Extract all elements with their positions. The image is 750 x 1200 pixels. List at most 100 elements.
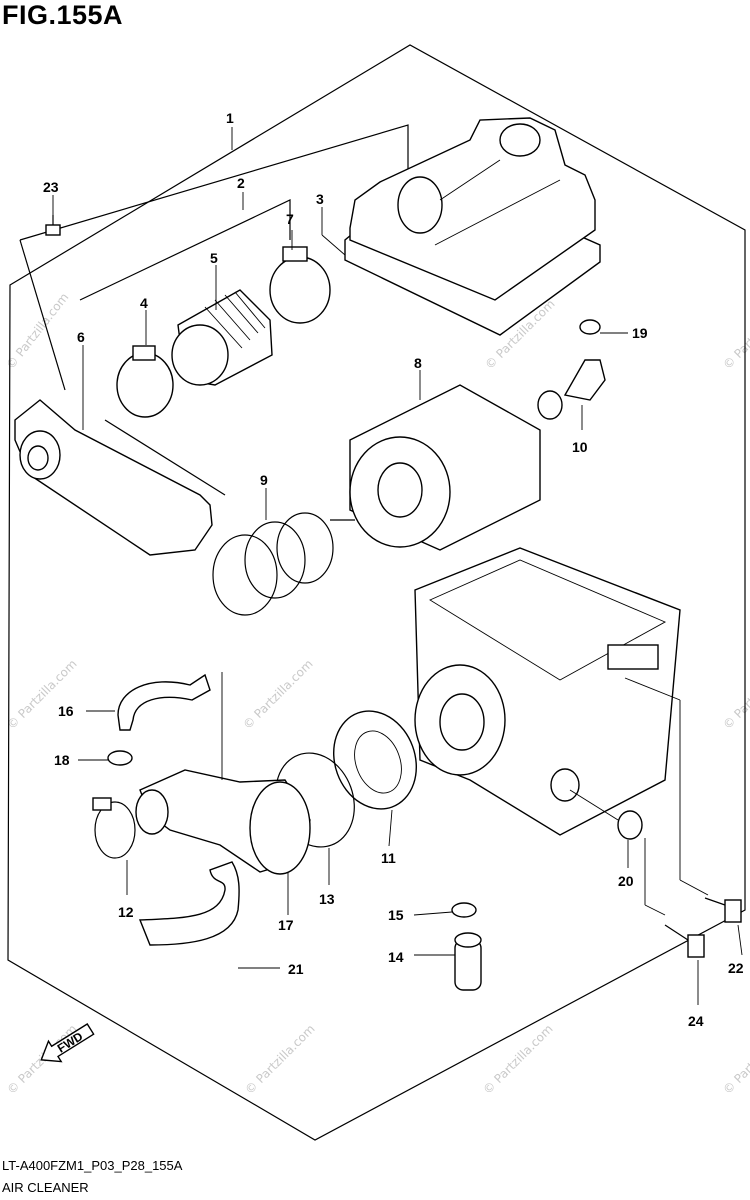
- diagram-code: LT-A400FZM1_P03_P28_155A: [2, 1158, 183, 1173]
- callout-15: 15: [388, 907, 404, 923]
- plug-14[interactable]: [454, 932, 482, 991]
- cap-boss: [499, 123, 541, 157]
- leader-lines: [52, 127, 743, 1005]
- callout-20: 20: [618, 873, 634, 889]
- hose-21[interactable]: [138, 861, 240, 946]
- valve-body: [563, 359, 606, 401]
- intake-duct[interactable]: [14, 399, 213, 556]
- assembly-frame: [7, 44, 746, 1141]
- watermark-text: © Partzilla.com: [3, 290, 71, 372]
- bolt-22[interactable]: [704, 897, 742, 923]
- watermark-text: © Partzilla.com: [4, 657, 79, 732]
- air-filter-element[interactable]: [349, 384, 541, 551]
- bracket-line-2: [79, 199, 291, 301]
- air-cleaner-case[interactable]: [414, 547, 681, 836]
- bracket-line-1: [19, 124, 409, 241]
- screw-19[interactable]: [579, 319, 601, 335]
- boot-opening: [171, 324, 229, 386]
- case-rim: [429, 559, 667, 681]
- callout-24: 24: [688, 1013, 704, 1029]
- intake-screen[interactable]: [320, 699, 429, 820]
- watermark-text: © Partzilla.com: [242, 1022, 317, 1097]
- watermark-text: © Partzilla.com: [240, 657, 315, 732]
- clamp-4[interactable]: [116, 345, 174, 418]
- callout-9: 9: [260, 472, 268, 488]
- clamp-12[interactable]: [92, 797, 136, 859]
- diagram-name: AIR CLEANER: [2, 1180, 89, 1195]
- clamp-7[interactable]: [269, 246, 331, 324]
- cap-rib: [434, 159, 561, 246]
- clip-ring: [107, 750, 133, 766]
- bracket-line-1b: [19, 239, 66, 391]
- cap-body: [349, 117, 596, 301]
- cage-ring: [276, 512, 334, 584]
- bolt-head: [45, 224, 61, 236]
- callout-13: 13: [319, 891, 335, 907]
- callout-19: 19: [632, 325, 648, 341]
- hose-body: [117, 673, 211, 731]
- callout-12: 12: [118, 904, 134, 920]
- cage-ring: [244, 521, 306, 599]
- callout-6: 6: [77, 329, 85, 345]
- screw-head: [579, 319, 601, 335]
- bolt-shaft: [704, 897, 726, 906]
- bracket-line-2b: [104, 419, 226, 496]
- watermark-text: © Partzilla.com: [720, 1022, 750, 1097]
- cap-inlet: [397, 176, 443, 234]
- bolt-shaft: [664, 924, 689, 941]
- callout-4: 4: [140, 295, 148, 311]
- inlet-duct-17[interactable]: [135, 769, 311, 875]
- clamp-screw: [282, 246, 308, 262]
- figure-title: FIG.155A: [2, 0, 124, 30]
- air-cleaner-cap[interactable]: [344, 117, 601, 336]
- callout-1: 1: [226, 110, 234, 126]
- clamp-ring: [269, 256, 331, 324]
- valve-flange: [537, 390, 563, 420]
- screen-mesh: [354, 730, 402, 794]
- element-cage[interactable]: [212, 512, 355, 616]
- drain-valve[interactable]: [537, 359, 606, 420]
- callout-22: 22: [728, 960, 744, 976]
- callout-2: 2: [237, 175, 245, 191]
- watermark-text: © Partzilla.com: [480, 1022, 555, 1097]
- callout-11: 11: [381, 850, 396, 866]
- screen-frame: [333, 710, 417, 810]
- element-core: [377, 462, 423, 518]
- grommet-body: [617, 810, 643, 840]
- callout-14: 14: [388, 949, 404, 965]
- case-drain-port: [550, 768, 580, 802]
- callout-10: 10: [572, 439, 588, 455]
- case-bracket: [607, 644, 659, 670]
- boot-5[interactable]: [171, 289, 273, 386]
- callout-17: 17: [278, 917, 294, 933]
- bolt-head: [724, 899, 742, 923]
- callout-8: 8: [414, 355, 422, 371]
- boot-ribs: [204, 291, 266, 349]
- inlet-duct-flange: [249, 781, 311, 875]
- clamp-screw: [92, 797, 112, 811]
- hose-16[interactable]: [117, 673, 211, 731]
- hose-body: [138, 861, 240, 946]
- inlet-duct-mouth: [135, 789, 169, 835]
- clip-15[interactable]: [451, 902, 477, 918]
- clamp-ring: [94, 801, 136, 859]
- cage-ring: [212, 534, 278, 616]
- bolt-head: [687, 934, 705, 958]
- duct-port: [27, 445, 49, 471]
- clip-ring: [451, 902, 477, 918]
- grommet-20[interactable]: [617, 810, 643, 840]
- callout-16: 16: [58, 703, 74, 719]
- clamp-screw: [132, 345, 156, 361]
- callout-18: 18: [54, 752, 70, 768]
- plug-top: [454, 932, 482, 948]
- bolt-23[interactable]: [45, 215, 61, 236]
- clip-18[interactable]: [107, 750, 133, 766]
- bolt-24[interactable]: [664, 924, 705, 958]
- clamp-ring: [116, 352, 174, 418]
- callout-21: 21: [288, 961, 304, 977]
- callout-23: 23: [43, 179, 59, 195]
- callout-5: 5: [210, 250, 218, 266]
- callout-labels: 1 2 3 4 5 6 7 8 9 10 11 12 13 14 15 16 1…: [43, 110, 744, 1029]
- case-inlet-bore: [439, 693, 485, 751]
